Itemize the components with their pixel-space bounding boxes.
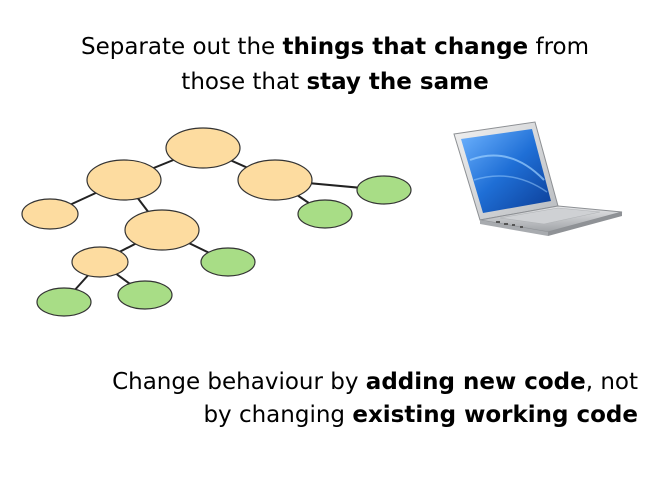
heading-line-1: Separate out the things that change from bbox=[0, 30, 670, 65]
changing-node bbox=[117, 280, 173, 310]
heading-line-2: those that stay the same bbox=[0, 65, 670, 100]
laptop-screen bbox=[461, 129, 551, 213]
laptop-base-edge bbox=[548, 212, 622, 236]
footer-bold-text: adding new code bbox=[365, 369, 586, 395]
screen-glare bbox=[469, 154, 545, 181]
stable-node bbox=[124, 209, 200, 251]
tree-diagram bbox=[21, 127, 412, 317]
laptop-base-side bbox=[480, 220, 548, 236]
laptop-image bbox=[453, 121, 623, 236]
stable-node bbox=[165, 127, 241, 169]
laptop-keyboard bbox=[499, 207, 601, 225]
heading-text: from bbox=[528, 34, 589, 60]
changing-node bbox=[200, 247, 256, 277]
stable-node bbox=[86, 159, 162, 201]
stable-node bbox=[71, 246, 129, 278]
stable-node bbox=[237, 159, 313, 201]
changing-node bbox=[36, 287, 92, 317]
slide-heading: Separate out the things that change from… bbox=[0, 30, 670, 100]
changing-node bbox=[297, 199, 353, 229]
footer-line-2: by changing existing working code bbox=[38, 399, 638, 432]
heading-bold-text: things that change bbox=[282, 34, 529, 60]
footer-text: , not bbox=[585, 369, 638, 395]
footer-bold-text: existing working code bbox=[352, 402, 638, 428]
slide-footer: Change behaviour by adding new code, not… bbox=[38, 366, 638, 432]
footer-text: by changing bbox=[203, 402, 353, 428]
stable-node bbox=[21, 198, 79, 230]
screen-glare bbox=[473, 175, 548, 193]
laptop-ports bbox=[496, 221, 523, 228]
heading-text: those that bbox=[181, 69, 307, 95]
heading-bold-text: stay the same bbox=[306, 69, 489, 95]
footer-line-1: Change behaviour by adding new code, not bbox=[38, 366, 638, 399]
footer-text: Change behaviour by bbox=[112, 369, 366, 395]
heading-text: Separate out the bbox=[80, 34, 283, 60]
changing-node bbox=[356, 175, 412, 205]
